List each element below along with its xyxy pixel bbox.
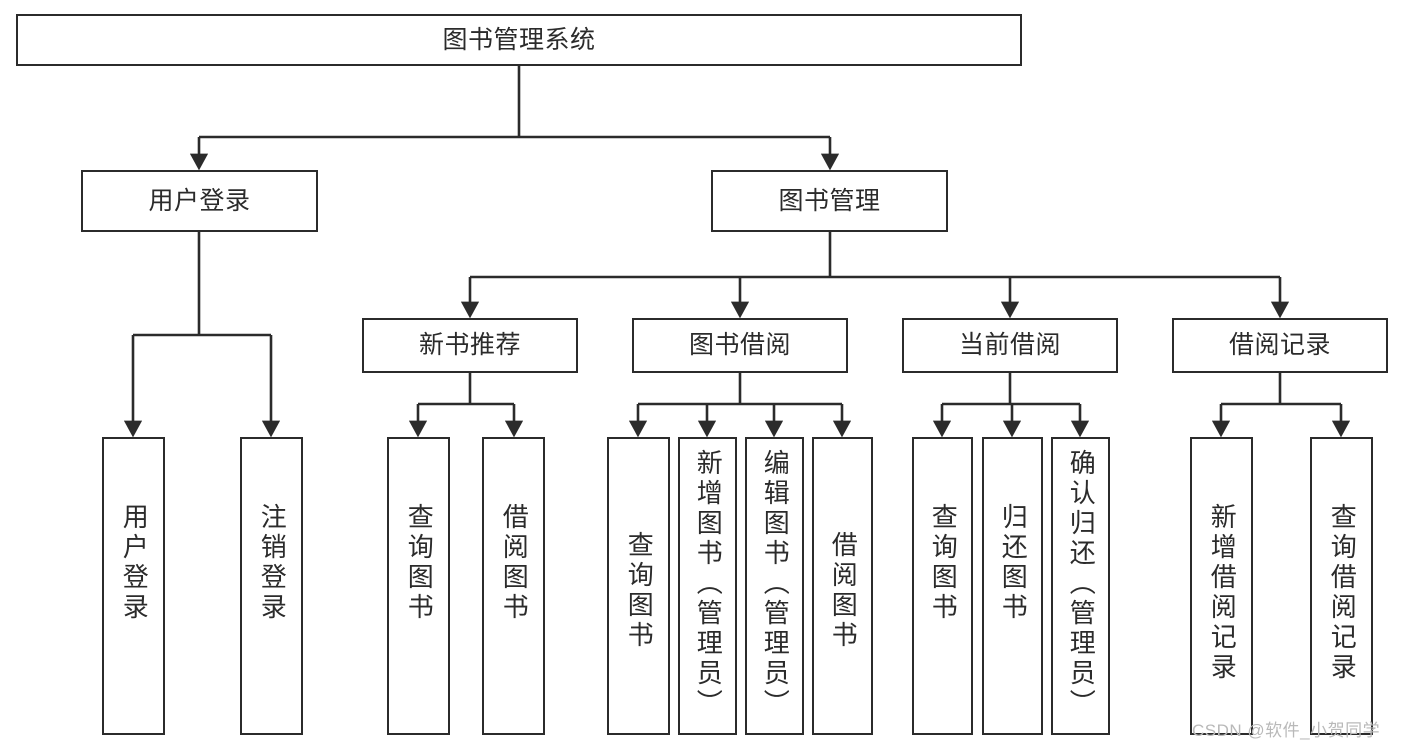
node-leaf-return-book-label: 归还图书 — [998, 503, 1029, 623]
node-leaf-query-book-rec[interactable]: 查询图书 — [387, 437, 450, 735]
node-leaf-query-book-current-label: 查询图书 — [928, 503, 959, 623]
node-current-borrow[interactable]: 当前借阅 — [902, 318, 1118, 373]
node-borrow-record-label: 借阅记录 — [1228, 331, 1331, 360]
node-leaf-add-book-admin[interactable]: 新增图书（管理员） — [678, 437, 737, 735]
node-leaf-edit-book-admin-label: 编辑图书（管理员） — [760, 449, 791, 719]
node-book-borrow-label: 图书借阅 — [688, 331, 791, 360]
node-leaf-borrow-book-rec-label: 借阅图书 — [499, 503, 530, 623]
node-leaf-query-borrow-record-label: 查询借阅记录 — [1327, 503, 1358, 683]
node-new-book-recommend[interactable]: 新书推荐 — [362, 318, 578, 373]
node-leaf-return-book[interactable]: 归还图书 — [982, 437, 1043, 735]
node-leaf-query-book-current[interactable]: 查询图书 — [912, 437, 973, 735]
node-leaf-borrow-book-label: 借阅图书 — [828, 531, 859, 651]
node-leaf-edit-book-admin[interactable]: 编辑图书（管理员） — [745, 437, 804, 735]
node-current-borrow-label: 当前借阅 — [958, 331, 1061, 360]
node-leaf-user-login[interactable]: 用户登录 — [102, 437, 165, 735]
node-borrow-record[interactable]: 借阅记录 — [1172, 318, 1388, 373]
node-book-borrow[interactable]: 图书借阅 — [632, 318, 848, 373]
node-new-book-recommend-label: 新书推荐 — [418, 331, 521, 360]
node-leaf-confirm-return-admin-label: 确认归还（管理员） — [1066, 449, 1097, 719]
node-leaf-confirm-return-admin[interactable]: 确认归还（管理员） — [1051, 437, 1110, 735]
node-leaf-add-borrow-record-label: 新增借阅记录 — [1207, 503, 1238, 683]
node-root[interactable]: 图书管理系统 — [16, 14, 1022, 66]
node-leaf-user-logout[interactable]: 注销登录 — [240, 437, 303, 735]
node-leaf-user-logout-label: 注销登录 — [257, 503, 288, 623]
node-leaf-add-book-admin-label: 新增图书（管理员） — [693, 449, 724, 719]
node-book-management-label: 图书管理 — [778, 186, 881, 215]
node-leaf-borrow-book-rec[interactable]: 借阅图书 — [482, 437, 545, 735]
node-user-login-label: 用户登录 — [148, 186, 251, 215]
node-leaf-query-book-borrow[interactable]: 查询图书 — [607, 437, 670, 735]
node-leaf-add-borrow-record[interactable]: 新增借阅记录 — [1190, 437, 1253, 735]
node-leaf-query-book-borrow-label: 查询图书 — [624, 531, 655, 651]
node-leaf-borrow-book[interactable]: 借阅图书 — [812, 437, 873, 735]
node-leaf-user-login-label: 用户登录 — [119, 503, 150, 623]
node-user-login[interactable]: 用户登录 — [81, 170, 318, 232]
node-root-label: 图书管理系统 — [442, 25, 596, 54]
node-book-management[interactable]: 图书管理 — [711, 170, 948, 232]
node-leaf-query-borrow-record[interactable]: 查询借阅记录 — [1310, 437, 1373, 735]
csdn-watermark: CSDN @软件_小贺同学 — [1192, 721, 1381, 740]
node-leaf-query-book-rec-label: 查询图书 — [404, 503, 435, 623]
